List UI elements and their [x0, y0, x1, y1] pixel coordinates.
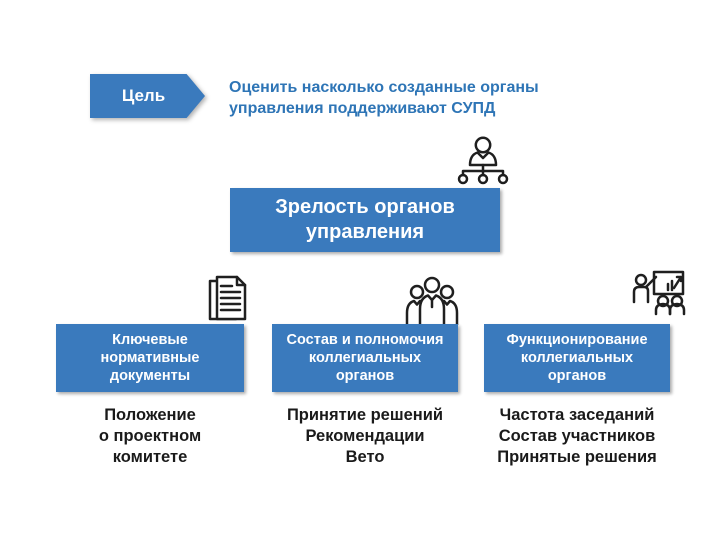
list-item: Частота заседаний [499, 406, 655, 424]
goal-statement-line1: Оценить насколько созданные органы [229, 79, 539, 96]
branch-title-line: документы [109, 368, 191, 384]
people-group-icon [404, 275, 460, 325]
branch-title-line: Функционирование [506, 332, 648, 348]
goal-banner-label: Цель [121, 86, 166, 105]
root-box-maturity: Зрелость органов управления [230, 188, 500, 252]
branch-title-line: нормативные [100, 350, 200, 366]
root-box-title-line1: Зрелость органов [275, 196, 455, 218]
list-item: о проектном [98, 427, 202, 445]
branch-title-line: коллегиальных [520, 350, 634, 366]
list-item: комитете [112, 448, 188, 466]
person-orgchart-icon [452, 136, 510, 188]
documents-icon [207, 274, 249, 324]
goal-banner: Цель [90, 74, 205, 118]
branch-list-functioning: Частота заседаний Состав участников Прин… [484, 405, 670, 468]
list-item: Рекомендации [305, 427, 425, 445]
list-item: Принятие решений [286, 406, 444, 424]
branch-box-documents: Ключевые нормативные документы [56, 324, 244, 392]
branch-box-composition: Состав и полномочия коллегиальных органо… [272, 324, 458, 392]
branch-box-functioning: Функционирование коллегиальных органов [484, 324, 670, 392]
branch-list-documents: Положение о проектном комитете [56, 405, 244, 468]
branch-title-line: Ключевые [112, 332, 188, 348]
goal-statement-line2: управления поддерживают СУПД [229, 100, 496, 117]
branch-list-composition: Принятие решений Рекомендации Вето [272, 405, 458, 468]
list-item: Принятые решения [497, 448, 657, 466]
branch-title-line: органов [547, 368, 607, 384]
presentation-chart-icon [630, 268, 686, 324]
goal-statement: Оценить насколько созданные органы управ… [229, 77, 569, 119]
list-item: Вето [345, 448, 385, 466]
list-item: Положение [104, 406, 196, 424]
branch-title-line: Состав и полномочия [286, 332, 444, 348]
branch-title-line: органов [335, 368, 395, 384]
branch-title-line: коллегиальных [308, 350, 422, 366]
root-box-title-line2: управления [305, 221, 425, 243]
list-item: Состав участников [498, 427, 656, 445]
goal-banner-wrap: Цель [90, 74, 205, 118]
